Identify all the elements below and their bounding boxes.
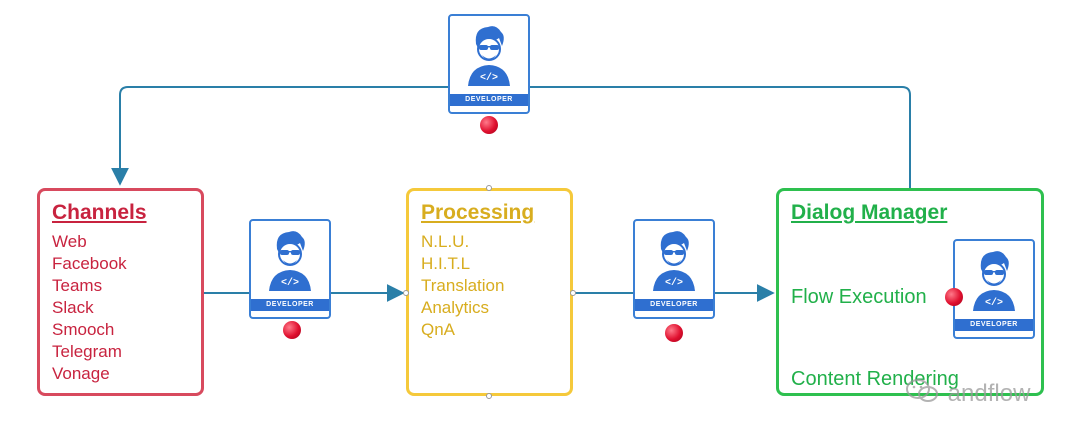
svg-text:</>: </> [480, 72, 498, 84]
processing-item: QnA [421, 320, 456, 339]
marker-dot[interactable] [945, 288, 963, 306]
svg-text:</>: </> [281, 277, 299, 289]
developer-icon: </> [653, 231, 695, 291]
processing-handle-left[interactable] [403, 290, 409, 296]
channel-item: Teams [52, 276, 103, 295]
processing-handle-top[interactable] [486, 185, 492, 191]
marker-dot[interactable] [283, 321, 301, 339]
developer-card-middle: </> DEVELOPER [633, 219, 715, 319]
svg-text:</>: </> [665, 277, 683, 289]
processing-box: Processing N.L.U. H.I.T.L Translation An… [406, 188, 573, 396]
developer-icon: </> [468, 26, 510, 86]
developer-label: DEVELOPER [450, 94, 528, 106]
processing-handle-right[interactable] [570, 290, 576, 296]
processing-item: N.L.U. [421, 232, 470, 251]
developer-label: DEVELOPER [251, 299, 329, 311]
processing-item: Analytics [421, 298, 490, 317]
channel-item: Telegram [52, 342, 122, 361]
wechat-icon [905, 378, 939, 411]
channels-list: Web Facebook Teams Slack Smooch Telegram… [52, 231, 127, 385]
channel-item: Web [52, 232, 87, 251]
marker-dot[interactable] [480, 116, 498, 134]
developer-card-left: </> DEVELOPER [249, 219, 331, 319]
content-rendering-label: Content Rendering [791, 368, 959, 390]
channel-item: Vonage [52, 364, 110, 383]
svg-text:</>: </> [985, 297, 1003, 309]
channel-item: Facebook [52, 254, 127, 273]
processing-title: Processing [421, 201, 535, 224]
developer-card-dialog: </> DEVELOPER [953, 239, 1035, 339]
watermark-text: andflow [947, 379, 1031, 407]
marker-dot[interactable] [665, 324, 683, 342]
processing-handle-bottom[interactable] [486, 393, 492, 399]
processing-list: N.L.U. H.I.T.L Translation Analytics QnA [421, 231, 504, 341]
developer-label: DEVELOPER [635, 299, 713, 311]
dialog-manager-title: Dialog Manager [791, 201, 948, 224]
developer-label: DEVELOPER [955, 319, 1033, 331]
processing-item: Translation [421, 276, 505, 295]
watermark: andflow [905, 378, 1030, 411]
channel-item: Smooch [52, 320, 115, 339]
channel-item: Slack [52, 298, 94, 317]
channels-box: Channels Web Facebook Teams Slack Smooch… [37, 188, 204, 396]
channels-title: Channels [52, 201, 147, 224]
developer-icon: </> [973, 251, 1015, 311]
developer-icon: </> [269, 231, 311, 291]
flow-execution-label: Flow Execution [791, 286, 927, 308]
developer-card-top: </> DEVELOPER [448, 14, 530, 114]
processing-item: H.I.T.L [421, 254, 471, 273]
